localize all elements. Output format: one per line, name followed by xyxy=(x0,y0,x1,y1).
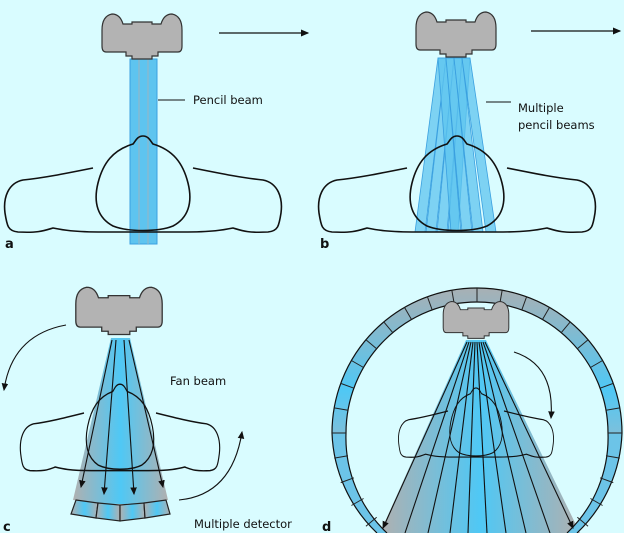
multiple-pencil-beams xyxy=(414,57,497,233)
rotation-arrow-right-icon xyxy=(178,430,245,501)
detector-segment-divider xyxy=(605,455,620,459)
detector-ring xyxy=(331,287,623,533)
detector-segment-divider xyxy=(365,516,377,527)
detector-segment-divider xyxy=(365,339,377,350)
detector-segment-divider xyxy=(340,477,355,484)
panel-label-b: b xyxy=(320,237,329,252)
pencil-beam xyxy=(129,58,158,245)
fan-rays xyxy=(79,339,165,496)
rotation-arrow-icon xyxy=(513,351,555,420)
panel-label-d: d xyxy=(322,520,331,533)
rotation-arrow-left-icon xyxy=(1,324,67,392)
fan-beam-label: Fan beam xyxy=(170,374,226,388)
detector-segment-divider xyxy=(334,455,349,459)
x-ray-tube-icon xyxy=(442,300,510,339)
detector-segment-divider xyxy=(521,296,528,311)
detector-segment-divider xyxy=(351,360,364,368)
detector-segment-divider xyxy=(351,498,364,506)
detector-segment-divider xyxy=(577,339,589,350)
x-ray-tube-icon xyxy=(415,11,497,58)
detector-segment-divider xyxy=(560,321,571,333)
panel-b: Multiple pencil beams b xyxy=(317,11,622,252)
multiple-detector-label: Multiple detector xyxy=(194,517,292,531)
panel-c: Fan beam Multiple detector c xyxy=(1,286,292,533)
x-ray-tube-icon xyxy=(75,286,163,336)
panel-d: d xyxy=(322,287,623,533)
detector-segment-divider xyxy=(577,516,589,527)
fan-beam xyxy=(73,338,168,504)
detector-segment-divider xyxy=(599,382,614,389)
panel-a: Pencil beam a xyxy=(3,13,310,252)
panel-label-a: a xyxy=(5,237,14,252)
detector-segment-divider xyxy=(542,307,550,320)
multiple-label-line1: Multiple xyxy=(518,101,564,115)
multiple-label-line2: pencil beams xyxy=(518,118,595,132)
detector-segment-divider xyxy=(426,296,433,311)
fan-beam xyxy=(380,340,580,533)
x-ray-tube-icon xyxy=(101,13,183,60)
detector-segment-divider xyxy=(340,382,355,389)
pencil-beam-label: Pencil beam xyxy=(193,93,263,107)
fan-rays xyxy=(382,341,574,533)
detector-segment-divider xyxy=(334,407,349,411)
detector-segment-divider xyxy=(404,307,412,320)
panel-label-c: c xyxy=(3,520,11,533)
detector-segment-divider xyxy=(590,360,603,368)
detector-array xyxy=(70,499,171,522)
detector-segment-divider xyxy=(605,407,620,411)
detector-segment-divider xyxy=(599,477,614,484)
detector-segment-divider xyxy=(590,498,603,506)
detector-segment-divider xyxy=(383,321,394,333)
